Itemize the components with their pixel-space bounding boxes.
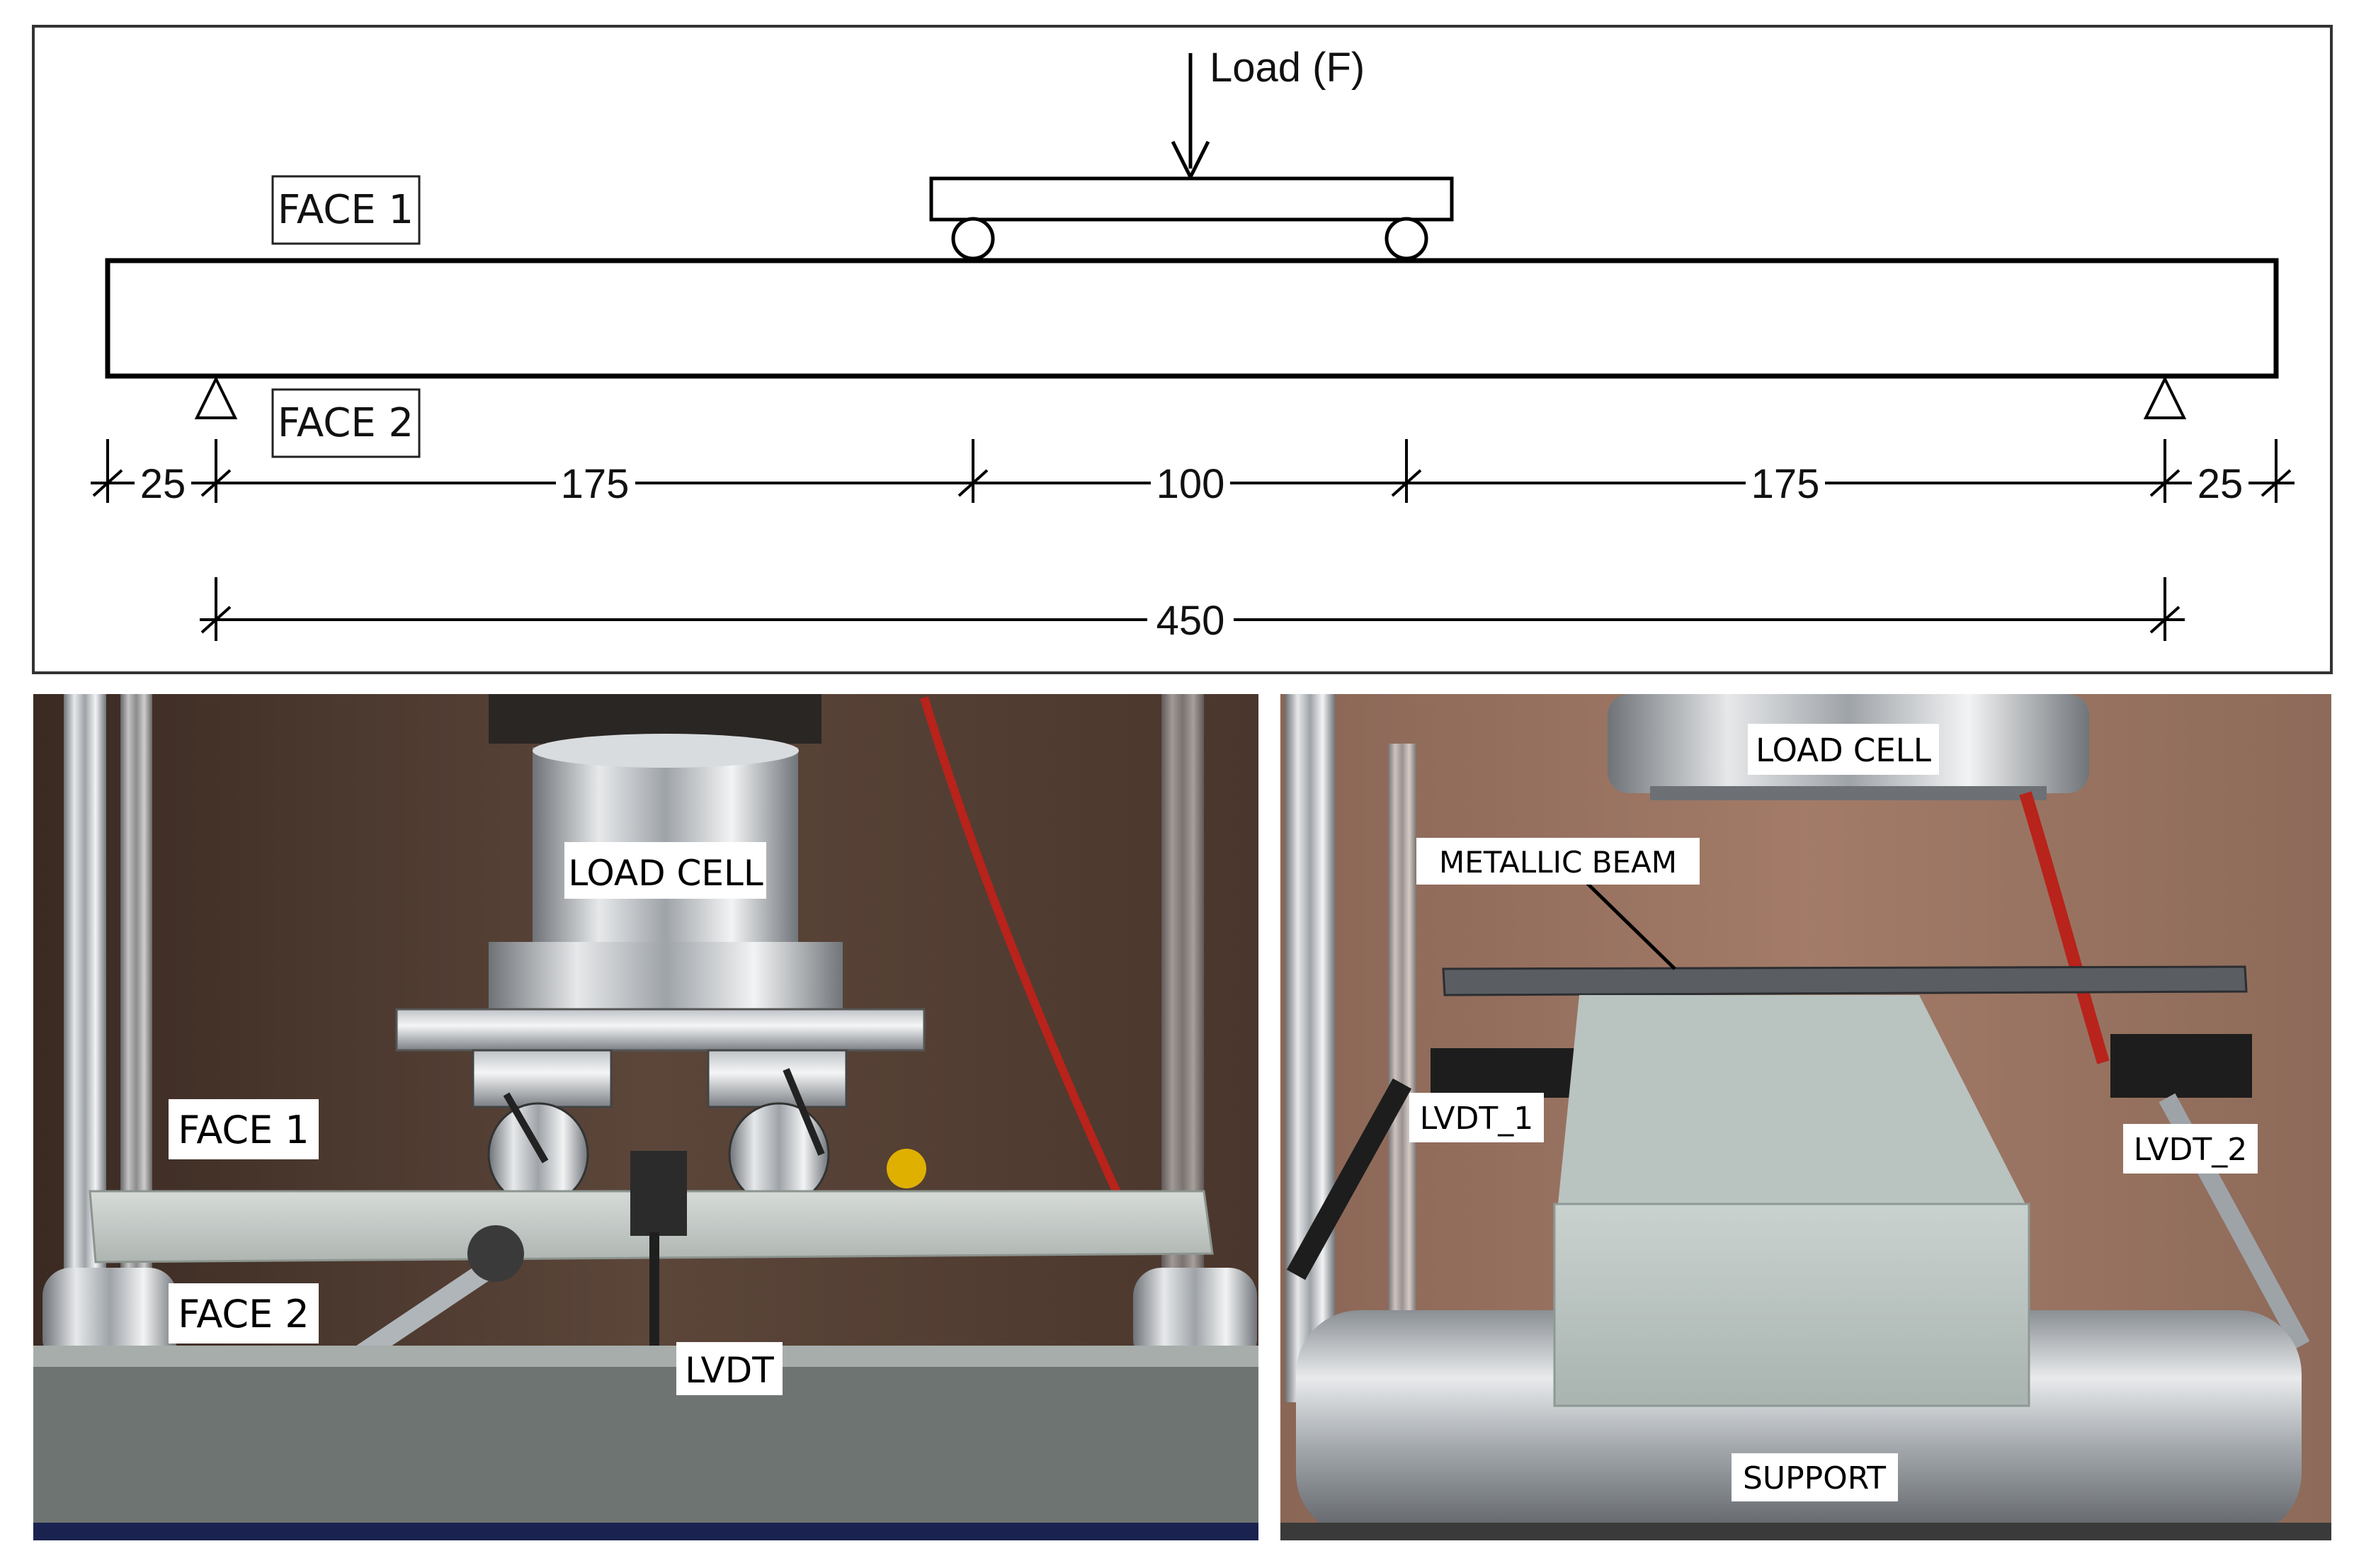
lbl-lvdt-box (676, 1342, 783, 1395)
dim-overhang-right: 25 (2197, 461, 2244, 507)
face2-box (271, 388, 421, 458)
dim-overhang-left: 25 (140, 461, 186, 507)
loading-plate-photo (395, 1008, 926, 1052)
support-roller-left (42, 1268, 177, 1367)
concrete-block-top (1558, 995, 2025, 1204)
dim-span-middle: 100 (1156, 461, 1225, 507)
support-right (2143, 375, 2187, 419)
lbl-metallic-beam: METALLIC BEAM (1439, 845, 1677, 880)
lbl-metallic-beam-box (1416, 838, 1700, 885)
beam-pointer (1585, 881, 1676, 970)
dim-span-left: 175 (561, 461, 630, 507)
loading-plate (929, 176, 1454, 222)
loading-roller-right (1384, 217, 1428, 261)
dim-support-span: 450 (1156, 598, 1225, 644)
dimension-ticks-top (92, 439, 2292, 503)
face1-label: FACE 1 (278, 187, 414, 233)
lbl-lvdt2-box (2123, 1124, 2258, 1174)
support-cylinder (1296, 1310, 2302, 1537)
dimension-ticks-bottom (200, 577, 2180, 641)
support-roller-right (1133, 1268, 1257, 1367)
lbl-lvdt: LVDT (685, 1350, 774, 1391)
face2-label: FACE 2 (278, 400, 414, 446)
lbl-support-box (1732, 1453, 1898, 1501)
specimen-beam (105, 258, 2279, 379)
lbl-load-cell-left: LOAD CELL (568, 853, 763, 894)
red-cable (920, 696, 1123, 1199)
roller-bracket-left (472, 1049, 613, 1108)
roller-right (728, 1102, 830, 1207)
lbl-lvdt2: LVDT_2 (2134, 1132, 2248, 1168)
lvdt-clamp (630, 1151, 687, 1236)
lbl-load-cell-left-box (564, 842, 766, 899)
roller-bracket-right (707, 1049, 848, 1108)
load-label: Load (F) (1210, 45, 1365, 91)
load-cell-flange (489, 942, 843, 1009)
photo-left: LOAD CELL FACE 1 FACE 2 LVDT (33, 694, 1258, 1540)
lbl-load-cell-right-box (1748, 724, 1939, 775)
metallic-beam (1442, 965, 2248, 996)
lvdt2-holder (2110, 1034, 2252, 1098)
loading-roller-left (951, 217, 995, 261)
lbl-support: SUPPORT (1743, 1460, 1886, 1496)
lbl-face2: FACE 2 (178, 1292, 309, 1336)
lbl-face2-box (169, 1283, 319, 1343)
lbl-lvdt1: LVDT_1 (1420, 1101, 1534, 1137)
lbl-lvdt1-box (1409, 1093, 1544, 1142)
dim-span-right: 175 (1751, 461, 1820, 507)
lbl-face1: FACE 1 (178, 1108, 309, 1152)
machine-column-right-photo (1285, 694, 1335, 1402)
lbl-face1-box (169, 1099, 319, 1159)
lvdt1-holder (1431, 1048, 1593, 1098)
face1-box (271, 175, 421, 245)
beam-diagram: Load (F) FACE 1 FACE 2 25 175 (32, 25, 2333, 674)
yellow-knob (887, 1149, 926, 1188)
support-left (194, 375, 238, 419)
base-table (33, 1346, 1258, 1540)
photo-right: LOAD CELL METALLIC BEAM LVDT_1 LVDT_2 SU… (1280, 694, 2331, 1540)
dimension-labels-top: 25 175 100 175 25 (135, 461, 2248, 507)
lbl-load-cell-right: LOAD CELL (1756, 732, 1931, 769)
load-cell-top (533, 734, 799, 768)
